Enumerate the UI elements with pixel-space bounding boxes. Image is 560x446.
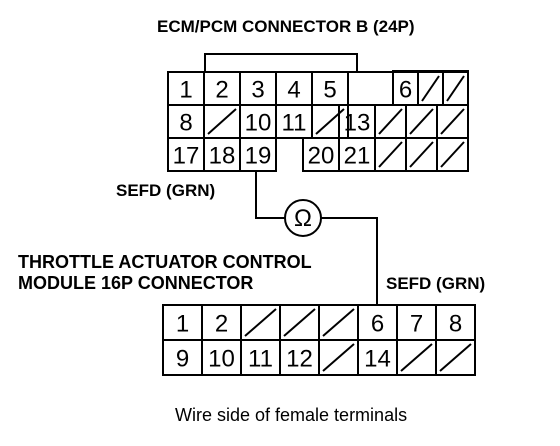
ohmmeter-icon [284,199,322,237]
ecm-pin-r1c3-number: 11 [282,110,307,137]
tac-pin-r1c7-box [435,339,476,376]
ecm-connector-lock-tab [204,53,358,72]
ecm-pin-r0c6-number: 6 [399,77,412,104]
unused-pin-slash [400,343,433,372]
ecm-pin-r2c1-number: 18 [209,143,236,170]
ecm-pin-r2c5-number: 21 [344,143,371,170]
tac-pin-r0c0-number: 1 [176,311,189,338]
unused-pin-slash [440,141,465,168]
ecm-pin-r1c2-number: 10 [245,110,272,137]
ecm-pin-label: SEFD (GRN) [116,181,215,200]
ecm-pin-r0c4-number: 5 [323,77,336,104]
ecm-pin-r0c2-number: 3 [251,77,264,104]
tac-pin-r0c1-number: 2 [215,311,228,338]
unused-pin-slash [378,108,403,135]
tac-connector-title-line2: MODULE 16P CONNECTOR [18,273,253,293]
ecm-pin-r2c0-number: 17 [173,143,200,170]
ecm-pin-r2c4-number: 20 [308,143,335,170]
ecm-pin-r1c5-number: 13 [344,110,371,137]
ecm-pin-r2c2-box [239,137,277,172]
tac-connector-title-line1: THROTTLE ACTUATOR CONTROL [18,252,312,272]
test-lead-ecm-pin19 [255,171,285,219]
ohm-symbol: Ω [294,205,312,232]
ecm-connector-title: ECM/PCM CONNECTOR B (24P) [157,17,415,36]
test-lead-tac-pin6 [321,217,378,305]
tac-pin-r0c5-number: 6 [371,311,384,338]
tac-pin-r1c5-number: 14 [364,346,391,373]
diagram-caption: Wire side of female terminals [175,405,407,425]
tac-pin-r0c6-number: 7 [410,311,423,338]
tac-pin-r1c0-number: 9 [176,346,189,373]
tac-pin-r1c1-number: 10 [208,346,235,373]
tac-pin-r0c7-number: 8 [449,311,462,338]
unused-pin-slash [244,308,277,337]
tac-pin-r1c2-number: 11 [248,346,273,373]
ecm-pin-r1c0-number: 8 [179,110,192,137]
ecm-pin-r2c8-box [436,137,469,172]
ecm-pin-r0c3-number: 4 [287,77,300,104]
unused-pin-slash [283,308,316,337]
unused-pin-slash [207,108,237,135]
unused-pin-slash [439,343,472,372]
unused-pin-slash [421,75,440,102]
unused-pin-slash [409,108,434,135]
tac-pin-label: SEFD (GRN) [386,274,485,293]
unused-pin-slash [322,308,355,337]
unused-pin-slash [409,141,434,168]
unused-pin-slash [440,108,465,135]
ecm-pin-r2c2-number: 19 [245,143,272,170]
ecm-pin-r0c1-number: 2 [215,77,228,104]
unused-pin-slash [322,343,355,372]
ecm-pin-r0c0-number: 1 [179,77,192,104]
unused-pin-slash [378,141,403,168]
tac-pin-r1c3-number: 12 [286,346,313,373]
unused-pin-slash [446,75,465,102]
